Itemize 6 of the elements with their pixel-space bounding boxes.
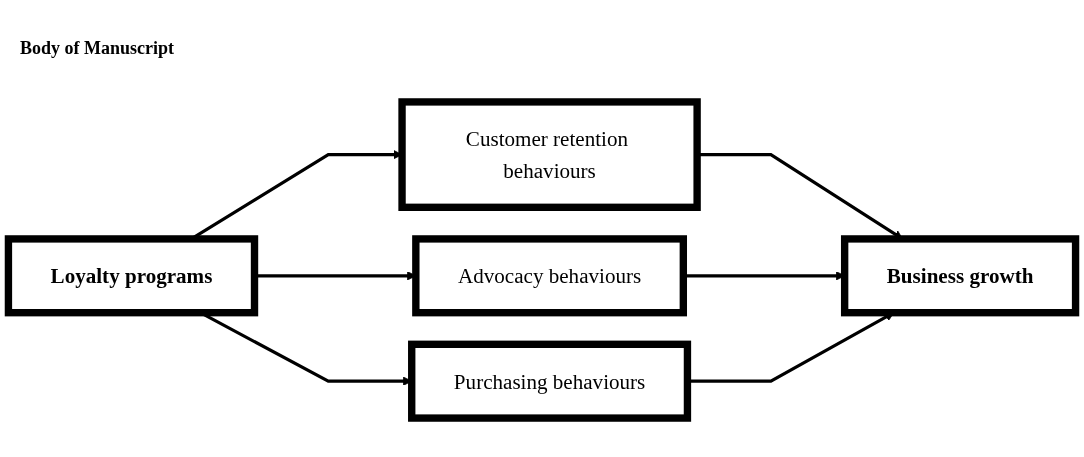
node-box: Advocacy behaviours [412,235,688,317]
node-box: Purchasing behaviours [408,340,692,422]
node-box: Loyalty programs [4,235,259,317]
node-box: Business growth [840,235,1080,317]
diagram-title: Body of Manuscript [20,38,174,59]
node-box: Customer retention behaviours [398,98,701,211]
